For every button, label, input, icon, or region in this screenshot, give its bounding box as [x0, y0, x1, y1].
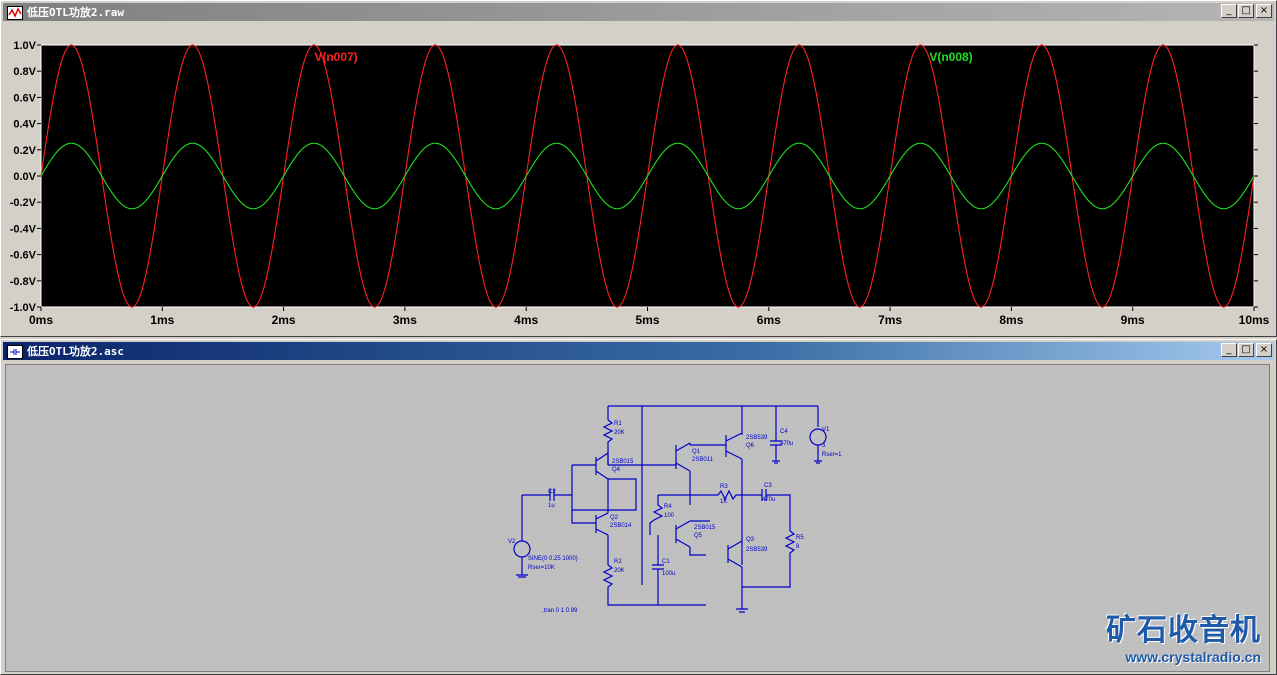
x-tick-label: 10ms	[1239, 313, 1270, 327]
x-tick-label: 2ms	[272, 313, 296, 327]
c1-value: 100u	[662, 571, 675, 577]
schematic-titlebar[interactable]: 低压OTL功放2.asc _ □ ×	[3, 342, 1274, 360]
waveform-titlebar[interactable]: 低压OTL功放2.raw _ □ ×	[3, 3, 1274, 21]
v2-value: SINE(0 0.25 1000)	[528, 556, 578, 562]
c3-label: C3	[764, 483, 772, 489]
c3-value: 470u	[762, 497, 775, 503]
r3-label: R3	[720, 484, 728, 490]
c2-label: C2	[548, 489, 556, 495]
waveform-window: 低压OTL功放2.raw _ □ × 1.0V 0.8V 0.6V 0.4V 0.2V 0…	[0, 0, 1277, 337]
y-tick-label: 0.0V	[13, 171, 36, 183]
r3-value: 1K	[720, 499, 727, 505]
x-tick-label: 3ms	[393, 313, 417, 327]
schematic-canvas[interactable]: R1 20K R2 20K R3 1K R4 100 R5 8 C1 100u …	[5, 364, 1270, 672]
x-tick-label: 5ms	[635, 313, 659, 327]
y-tick-label: 0.6V	[13, 92, 36, 104]
r4-label: R4	[664, 504, 672, 510]
close-button[interactable]: ×	[1256, 343, 1272, 357]
q1-value: 2SB011	[692, 457, 714, 463]
y-tick-label: 0.8V	[13, 66, 36, 78]
tran-directive: .tran 0 1 0.99	[542, 608, 578, 614]
q4-value: 2SB015	[612, 459, 634, 465]
q6-label: Q6	[746, 443, 755, 449]
series-legend-label: V(n008)	[929, 50, 972, 64]
r1-value: 20K	[614, 430, 625, 436]
q5-value: 2SB015	[694, 525, 716, 531]
r2-value: 20K	[614, 568, 625, 574]
maximize-button[interactable]: □	[1238, 343, 1254, 357]
minimize-button[interactable]: _	[1221, 4, 1237, 18]
c2-value: 1u	[548, 503, 555, 509]
waveform-chart[interactable]: 1.0V 0.8V 0.6V 0.4V 0.2V 0.0V -0.2V -0.4V -0.6V -…	[3, 23, 1273, 333]
q6-value: 2SB539	[746, 435, 768, 441]
v2-label: V2	[508, 539, 516, 545]
waveform-window-title: 低压OTL功放2.raw	[27, 6, 124, 19]
r2-label: R2	[614, 559, 622, 565]
y-tick-label: -1.0V	[10, 302, 37, 314]
circuit-schematic[interactable]: R1 20K R2 20K R3 1K R4 100 R5 8 C1 100u …	[6, 365, 1269, 671]
site-watermark: 矿石收音机 www.crystalradio.cn	[1106, 605, 1261, 665]
x-tick-label: 6ms	[757, 313, 781, 327]
schematic-window: 低压OTL功放2.asc _ □ ×	[0, 339, 1277, 675]
schematic-app-icon	[7, 344, 23, 359]
watermark-url: www.crystalradio.cn	[1125, 649, 1261, 665]
v2-rser: Rser=10K	[528, 565, 555, 571]
x-tick-label: 4ms	[514, 313, 538, 327]
q1-label: Q1	[692, 449, 701, 455]
q5-label: Q5	[694, 533, 703, 539]
v1-value: 3	[822, 443, 826, 449]
r1-label: R1	[614, 421, 622, 427]
y-tick-label: 0.4V	[13, 119, 36, 131]
y-tick-label: 1.0V	[13, 40, 36, 52]
q3-value: 2SB539	[746, 547, 768, 553]
x-tick-label: 0ms	[29, 313, 53, 327]
y-tick-label: -0.8V	[10, 276, 37, 288]
x-tick-label: 8ms	[999, 313, 1023, 327]
q2-value: 2SB014	[610, 523, 632, 529]
q3-label: Q3	[746, 537, 755, 543]
close-button[interactable]: ×	[1256, 4, 1272, 18]
y-tick-label: -0.2V	[10, 197, 37, 209]
r5-value: 8	[796, 544, 800, 550]
v1-label: V1	[822, 427, 830, 433]
maximize-button[interactable]: □	[1238, 4, 1254, 18]
c4-label: C4	[780, 429, 788, 435]
series-line-V(n008)	[40, 142, 1255, 210]
y-tick-label: 0.2V	[13, 145, 36, 157]
x-tick-label: 9ms	[1121, 313, 1145, 327]
x-tick-label: 1ms	[150, 313, 174, 327]
waveform-app-icon	[7, 5, 23, 20]
schematic-window-title: 低压OTL功放2.asc	[27, 345, 124, 358]
minimize-button[interactable]: _	[1221, 343, 1237, 357]
r5-label: R5	[796, 535, 804, 541]
r4-value: 100	[664, 513, 675, 519]
v1-rser: Rser=1	[822, 452, 842, 458]
q2-label: Q2	[610, 515, 619, 521]
watermark-title: 矿石收音机	[1106, 613, 1261, 648]
q4-label: Q4	[612, 467, 621, 473]
series-legend-label: V(n007)	[314, 50, 357, 64]
c4-value: 470u	[780, 441, 793, 447]
y-tick-label: -0.6V	[10, 250, 37, 262]
waveform-plot[interactable]: 1.0V 0.8V 0.6V 0.4V 0.2V 0.0V -0.2V -0.4V -0.6V -…	[3, 23, 1273, 333]
c1-label: C1	[662, 559, 670, 565]
x-tick-label: 7ms	[878, 313, 902, 327]
y-tick-label: -0.4V	[10, 223, 37, 235]
